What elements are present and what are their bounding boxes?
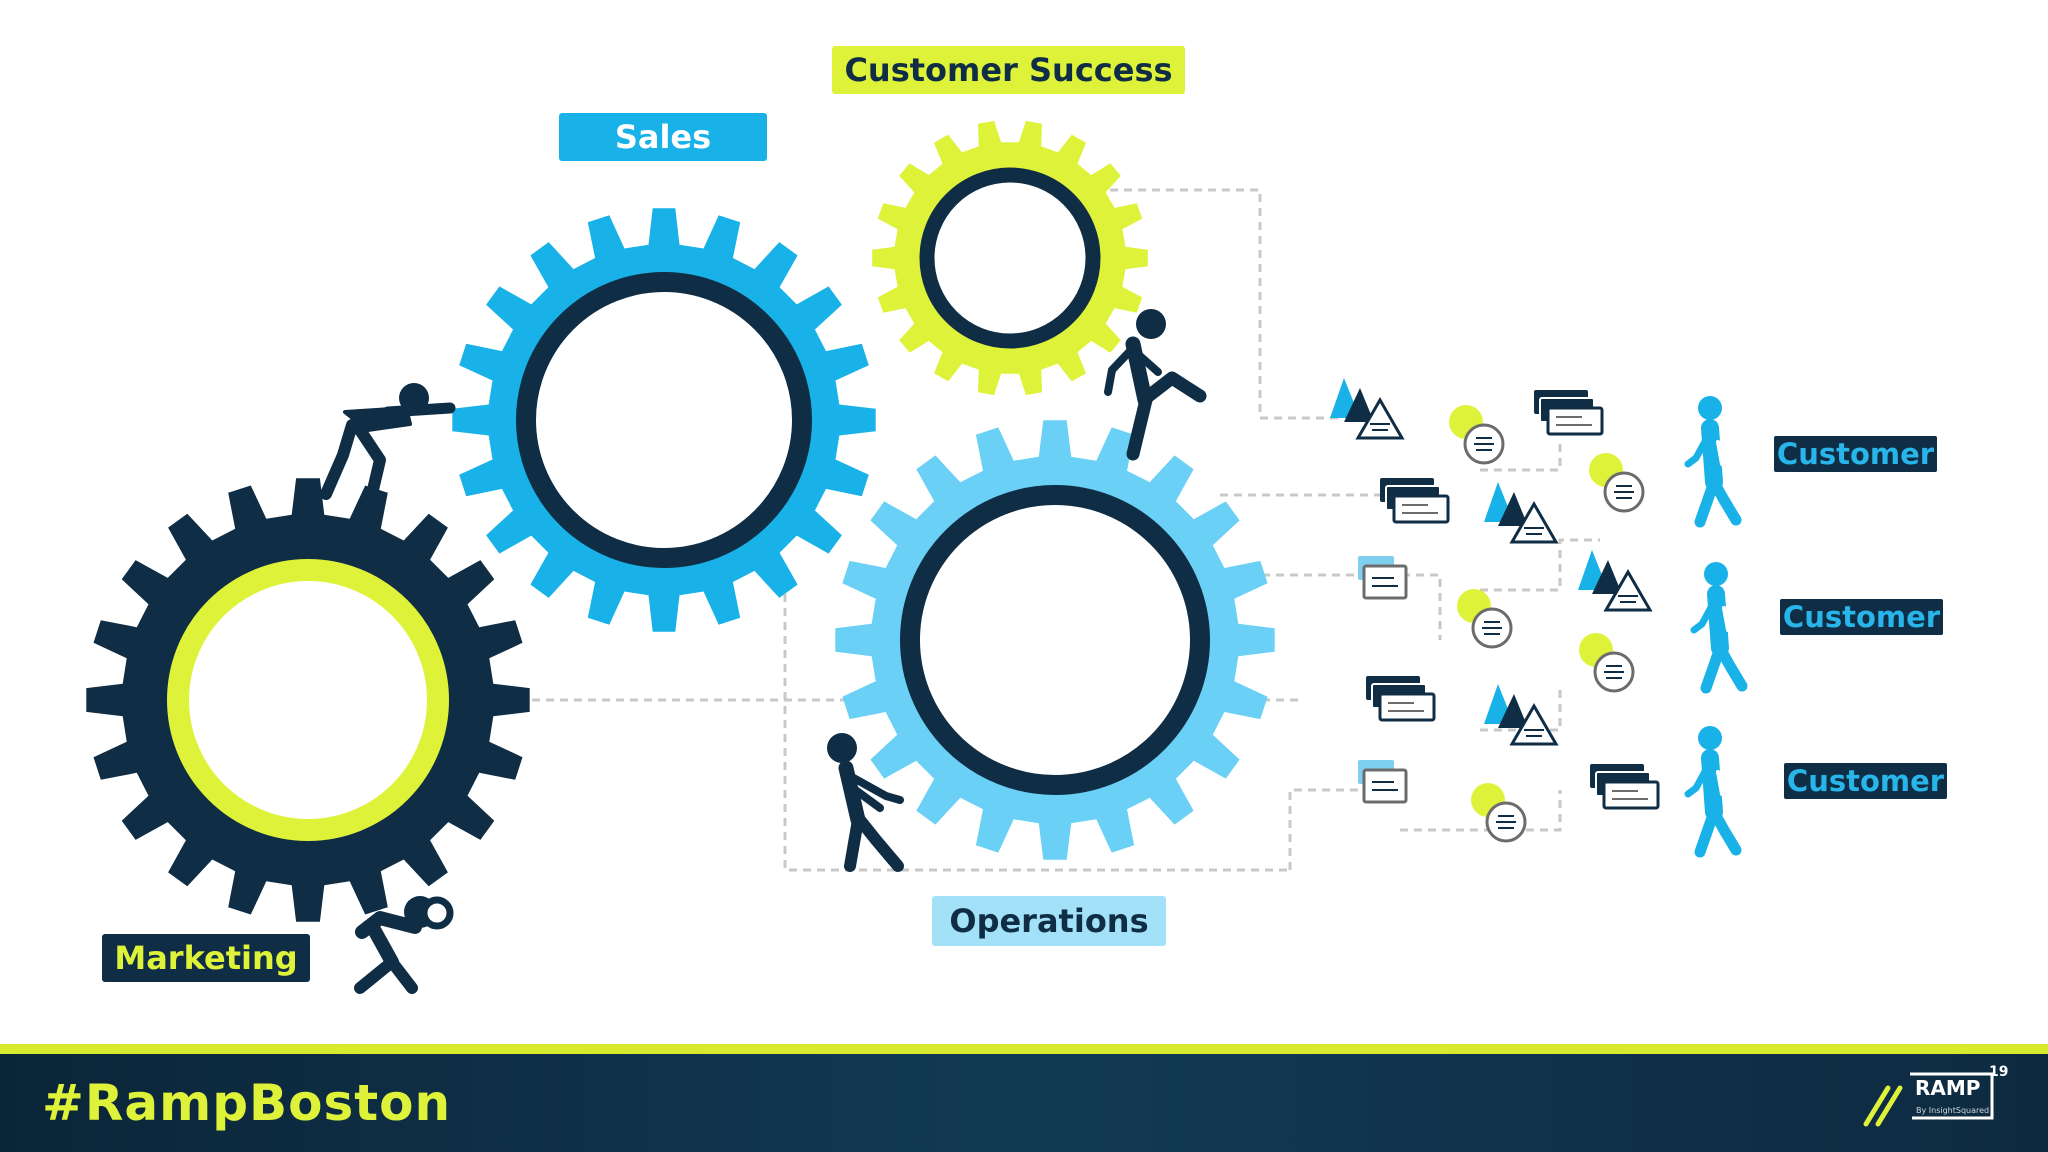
alert-triangle-icons xyxy=(1330,378,1653,746)
ramp-logo-year: 19 xyxy=(1989,1064,2009,1080)
kicking-person-icon xyxy=(1104,309,1207,461)
lime-gear-icon xyxy=(872,120,1148,396)
pulling-person-icon xyxy=(827,733,904,872)
ramp-logo-slashes-icon xyxy=(1863,1072,1994,1127)
comment-bubble-icon xyxy=(1449,405,1505,465)
event-hashtag: #RampBoston xyxy=(42,1074,452,1132)
pushing-person-icon xyxy=(320,383,456,500)
message-card-icon xyxy=(1380,478,1450,524)
alert-triangle-icon xyxy=(1484,684,1559,746)
operations-label: Operations xyxy=(932,896,1166,946)
navy-lime-gear-icon xyxy=(86,478,530,922)
ramp-logo: RAMP 19 By InsightSquared xyxy=(1858,1064,2009,1144)
comment-bubble-icon xyxy=(1589,453,1645,513)
document-card-icon xyxy=(1358,556,1408,600)
sales-label: Sales xyxy=(559,113,767,161)
light-blue-gear-icon xyxy=(835,420,1275,860)
walking-customer-icons xyxy=(1684,396,1748,858)
comment-bubble-icon xyxy=(1471,783,1527,843)
comment-bubble-icon xyxy=(1457,589,1513,649)
alert-triangle-icon xyxy=(1330,378,1405,440)
footer-bar: #RampBoston RAMP 19 By InsightSquared xyxy=(0,1044,2048,1152)
comment-bubble-icons xyxy=(1449,405,1645,843)
walking-customer-icon xyxy=(1684,726,1742,858)
message-card-icons xyxy=(1366,390,1660,810)
message-card-icon xyxy=(1534,390,1604,436)
message-card-icon xyxy=(1590,764,1660,810)
blue-gear-icon xyxy=(452,208,876,632)
customer-label-1: Customer xyxy=(1774,436,1937,472)
customer-label-2: Customer xyxy=(1780,599,1943,635)
carrying-person-icon xyxy=(354,896,454,994)
ramp-logo-word: RAMP xyxy=(1915,1076,1981,1100)
marketing-label: Marketing xyxy=(102,934,310,982)
gears xyxy=(86,120,1275,922)
customer-label-3: Customer xyxy=(1784,763,1947,799)
ramp-logo-subtitle: By InsightSquared xyxy=(1916,1106,1990,1115)
walking-customer-icon xyxy=(1690,562,1748,694)
alert-triangle-icon xyxy=(1484,482,1559,544)
comment-bubble-icon xyxy=(1579,633,1635,693)
customer-success-label: Customer Success xyxy=(832,46,1185,94)
footer-accent-line xyxy=(0,1044,2048,1054)
document-card-icons xyxy=(1358,556,1408,804)
alert-triangle-icon xyxy=(1578,550,1653,612)
message-card-icon xyxy=(1366,676,1436,722)
walking-customer-icon xyxy=(1684,396,1742,528)
diagram-canvas xyxy=(86,120,1748,994)
document-card-icon xyxy=(1358,760,1408,804)
